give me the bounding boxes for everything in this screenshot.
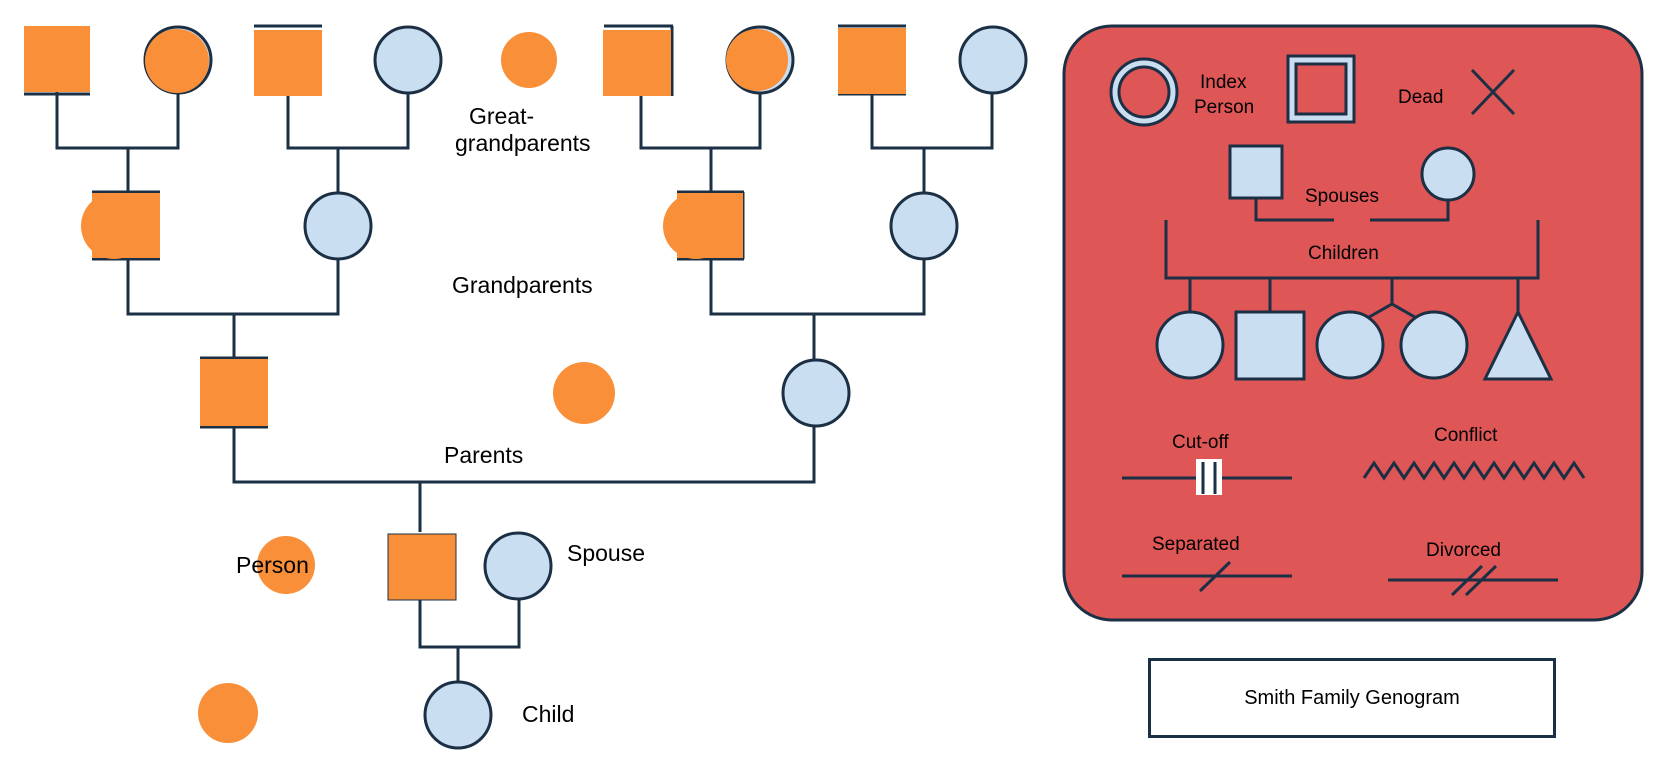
spouse-male-icon bbox=[1228, 144, 1284, 200]
key-separated-label: Separated bbox=[1152, 534, 1240, 555]
floating-orange-dot-1 bbox=[501, 32, 557, 88]
cutoff-icon bbox=[1196, 459, 1222, 495]
great-grandfather-1 bbox=[24, 26, 90, 92]
key-divorced-label: Divorced bbox=[1426, 540, 1501, 561]
father bbox=[200, 359, 268, 426]
title-box: Smith Family Genogram bbox=[1148, 658, 1556, 738]
label-grandparents: Grandparents bbox=[452, 272, 593, 298]
key-conflict-label: Conflict bbox=[1434, 425, 1498, 446]
label-great-line2: grandparents bbox=[455, 130, 591, 156]
great-grandfather-3 bbox=[603, 30, 671, 96]
index-generation-group bbox=[198, 531, 553, 750]
grandmother-paternal bbox=[303, 191, 373, 261]
great-grandfather-2 bbox=[254, 30, 322, 96]
grandparents-group bbox=[81, 190, 959, 360]
child-male-icon bbox=[1234, 310, 1306, 381]
dead-x-icon bbox=[1470, 68, 1516, 116]
conflict-zigzag-icon bbox=[1362, 460, 1586, 481]
divorced-double-slash-icon bbox=[1450, 564, 1498, 597]
child-female-icon bbox=[1155, 310, 1225, 380]
key-spouses-label: Spouses bbox=[1305, 186, 1379, 207]
great-grandmother-4 bbox=[958, 25, 1028, 95]
parents-group bbox=[200, 356, 851, 532]
label-spouse: Spouse bbox=[567, 540, 645, 566]
label-parents: Parents bbox=[444, 442, 523, 468]
pregnancy-triangle-icon bbox=[1482, 308, 1554, 381]
mother bbox=[781, 358, 851, 428]
twin-2-icon bbox=[1399, 310, 1469, 380]
great-grandfather-4 bbox=[838, 28, 906, 94]
separated-slash-icon bbox=[1198, 560, 1232, 593]
floating-orange-dot-2 bbox=[553, 362, 615, 424]
key-cutoff-label: Cut-off bbox=[1172, 432, 1229, 453]
spouse-circle bbox=[483, 531, 553, 601]
spouse-female-icon bbox=[1420, 146, 1476, 202]
child-circle bbox=[423, 680, 493, 750]
person-square bbox=[387, 533, 457, 601]
key-index-line1: Index bbox=[1200, 72, 1247, 93]
genogram-key: Index Person Dead Spouses Children Cut-o bbox=[1062, 24, 1644, 622]
floating-orange-dot-3 bbox=[198, 683, 258, 743]
twin-1-icon bbox=[1315, 310, 1385, 380]
diagram-title: Smith Family Genogram bbox=[1244, 686, 1460, 709]
label-person: Person bbox=[236, 552, 309, 578]
person-orange-marker bbox=[257, 536, 315, 594]
key-dead-label: Dead bbox=[1398, 87, 1443, 108]
label-child: Child bbox=[522, 701, 574, 727]
label-great-line1: Great- bbox=[469, 103, 534, 129]
grandmother-maternal bbox=[889, 191, 959, 261]
great-grandparents-group bbox=[24, 24, 1028, 192]
key-index-line2: Person bbox=[1194, 97, 1254, 118]
key-children-label: Children bbox=[1308, 243, 1379, 264]
great-grandmother-2 bbox=[373, 25, 443, 95]
